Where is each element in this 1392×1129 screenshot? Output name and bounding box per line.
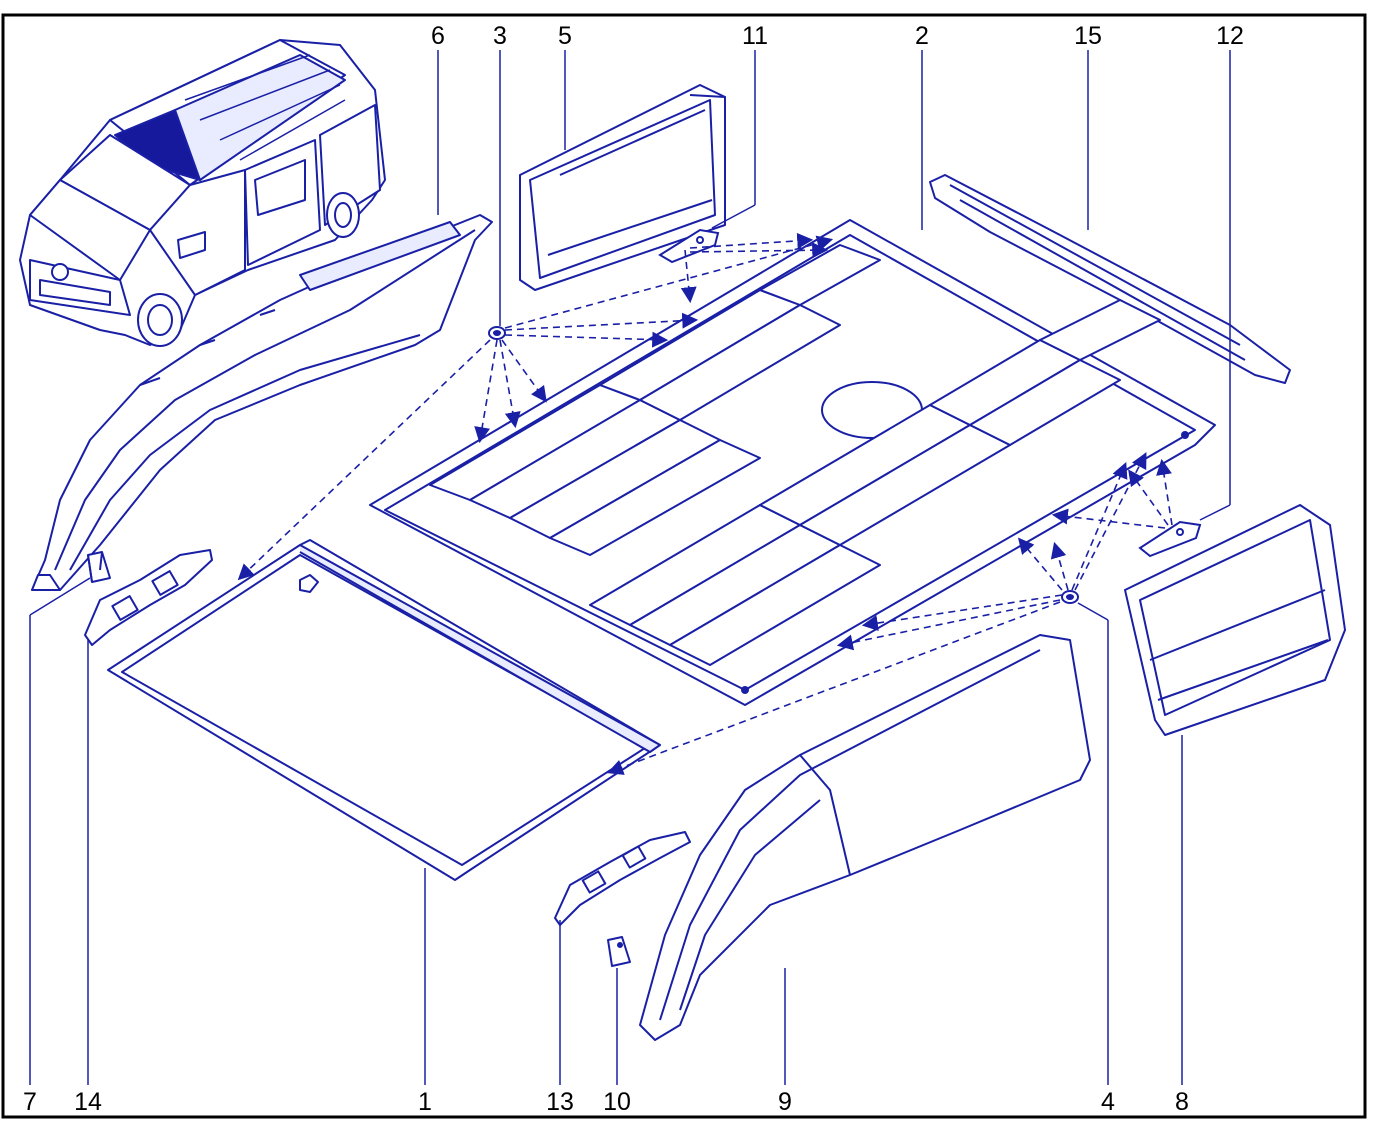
part-4-fastener	[1061, 590, 1079, 604]
callout-12: 12	[1216, 22, 1244, 50]
part-15-rear-roof-rail	[929, 174, 1291, 384]
callout-14: 14	[74, 1088, 102, 1116]
assembly-arrows	[237, 232, 1173, 775]
part-14-left-bracket	[84, 549, 213, 646]
diagram-frame	[1, 13, 1367, 1119]
part-12-clip	[1138, 520, 1202, 558]
callout-5: 5	[558, 22, 572, 50]
part-9-right-roof-rail	[639, 634, 1091, 1041]
part-6-left-roof-rail	[31, 214, 493, 591]
leader-lines	[29, 50, 1231, 1085]
callout-1: 1	[418, 1088, 432, 1116]
van-illustration	[19, 39, 386, 347]
part-11-clip	[658, 228, 720, 264]
callout-8: 8	[1175, 1088, 1189, 1116]
callout-13: 13	[546, 1088, 574, 1116]
callout-3: 3	[493, 22, 507, 50]
part-10-small-bracket	[607, 936, 631, 967]
part-7-small-bracket	[87, 551, 111, 583]
callout-11: 11	[742, 22, 768, 50]
part-8-rear-roof-panel	[1124, 504, 1346, 736]
part-5-front-roof-panel	[519, 84, 726, 291]
part-13-center-bracket	[554, 831, 691, 926]
callout-9: 9	[778, 1088, 792, 1116]
callout-4: 4	[1101, 1088, 1115, 1116]
part-1-outer-roof-panel	[107, 539, 661, 881]
callout-10: 10	[603, 1088, 631, 1116]
callout-15: 15	[1074, 22, 1102, 50]
callout-2: 2	[915, 22, 929, 50]
part-2-roof-inner-panel	[369, 219, 1216, 706]
callout-6: 6	[431, 22, 445, 50]
callout-7: 7	[23, 1088, 37, 1116]
part-3-fastener	[488, 326, 506, 340]
